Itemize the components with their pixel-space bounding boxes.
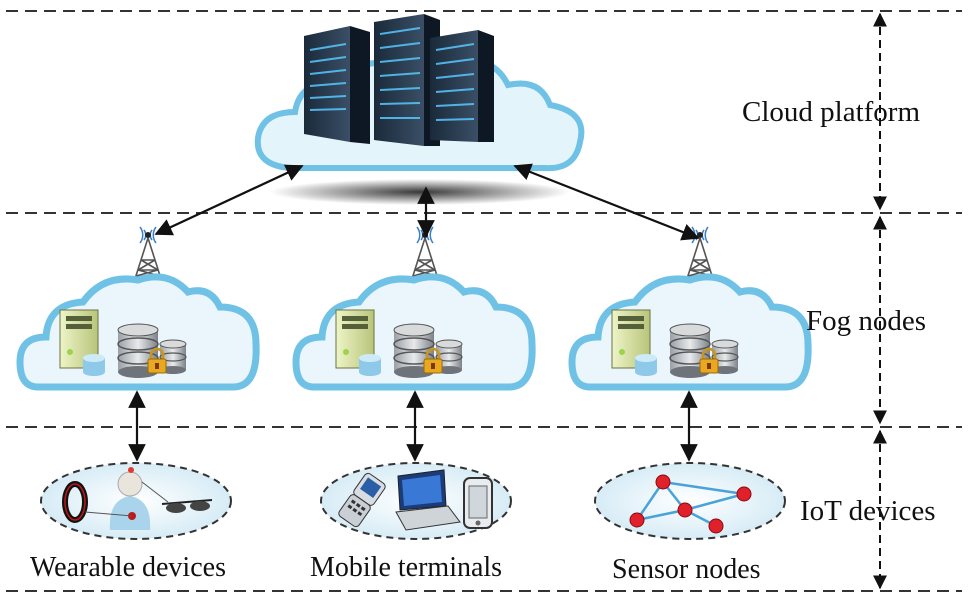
iot-group-sensor — [594, 462, 786, 540]
smart-glasses-icon — [161, 499, 213, 513]
fog-iot-arrows — [128, 390, 698, 462]
layer-label-cloud: Cloud platform — [742, 96, 921, 128]
layer-label-fog: Fog nodes — [806, 305, 927, 337]
smartphone-icon — [463, 477, 493, 529]
group-label-wearable: Wearable devices — [30, 552, 226, 583]
arrow-cloud-fog-left — [154, 164, 304, 236]
group-label-sensor: Sensor nodes — [612, 554, 761, 585]
sensor-network-icon — [629, 474, 752, 534]
laptop-icon — [395, 469, 461, 531]
fog-node-right — [572, 226, 808, 387]
fitness-band-icon — [62, 481, 88, 523]
layer-label-iot: IoT devices — [800, 495, 936, 527]
group-label-mobile: Mobile terminals — [310, 552, 503, 583]
flip-phone-icon — [338, 472, 386, 528]
person-icon — [84, 467, 169, 530]
iot-group-wearable — [40, 462, 232, 540]
arrow-cloud-fog-right — [513, 163, 700, 241]
fog-node-left — [20, 226, 256, 387]
iot-group-mobile — [320, 462, 512, 540]
cloud-fog-arrows — [154, 163, 700, 241]
fog-node-center — [296, 226, 532, 387]
server-rack-icon — [304, 14, 494, 146]
cloud-platform-cloud — [254, 14, 585, 205]
